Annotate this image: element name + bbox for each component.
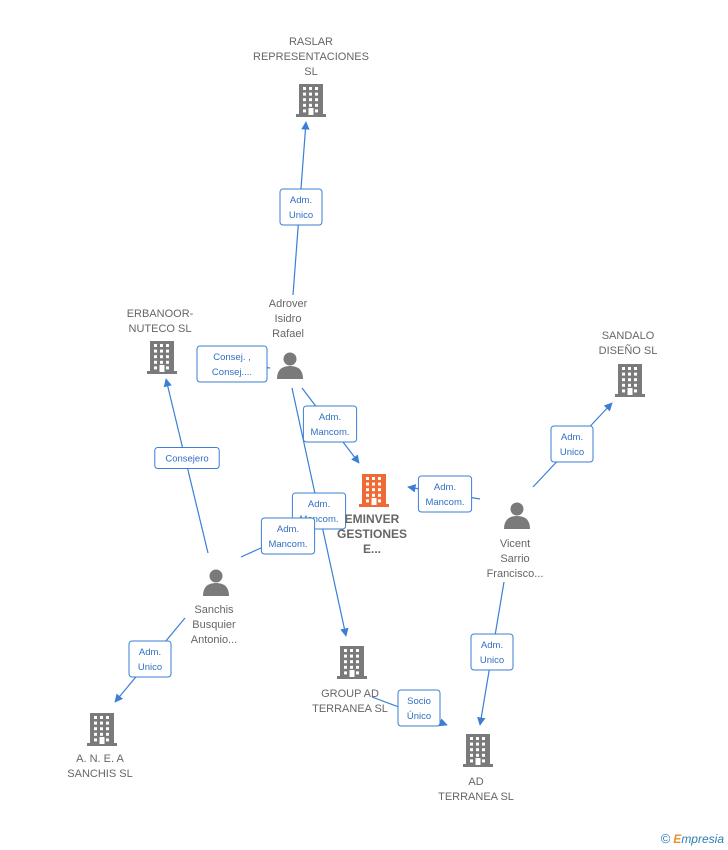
edge-label-adrover-to-eminver[interactable]: Adm. Mancom. <box>302 405 358 443</box>
edge-label-line: Adm. <box>277 524 299 535</box>
edge-label-line: Consejero <box>165 453 208 464</box>
node-label-line: AD <box>468 776 483 788</box>
node-label-line: ERBANOOR- <box>127 308 194 320</box>
node-label-line: Francisco... <box>487 568 544 580</box>
nodes-layer: RASLAR REPRESENTACIONES SL ERBANOOR- NUTECO … <box>67 36 657 803</box>
edge-label-adrover-to-raslar[interactable]: Adm. Unico <box>279 188 323 226</box>
node-label-line: Sanchis <box>194 604 234 616</box>
edge-label-line: Unico <box>289 210 313 221</box>
person-icon[interactable] <box>203 569 229 597</box>
edge-label-line: Único <box>407 711 431 722</box>
node-raslar[interactable]: RASLAR REPRESENTACIONES SL <box>253 36 369 117</box>
edge-label-line: Mancom. <box>268 539 307 550</box>
node-label-line: Isidro <box>275 313 302 325</box>
edge-label-line: Socio <box>407 696 431 707</box>
node-label-line: GROUP AD <box>321 688 379 700</box>
brand-initial: E <box>673 832 682 846</box>
node-label-line: EMINVER <box>345 512 400 526</box>
node-ad_terranea[interactable]: AD TERRANEA SL <box>438 734 514 803</box>
edge-label-line: Unico <box>560 447 584 458</box>
edge-label-sanchis-to-erbanoor[interactable]: Consejero <box>154 447 220 469</box>
edge-label-vicent-to-sandalo[interactable]: Adm. Unico <box>550 425 594 463</box>
edge-label-line: Adm. <box>481 640 503 651</box>
edge-label-line: Unico <box>480 655 504 666</box>
edge-label-vicent-to-ad_terranea[interactable]: Adm. Unico <box>470 633 514 671</box>
edge-label-line: Adm. <box>308 499 330 510</box>
node-label-line: REPRESENTACIONES <box>253 51 369 63</box>
edge-label-line: Mancom. <box>310 427 349 438</box>
node-label-line: Adrover <box>269 298 308 310</box>
node-label-line: GESTIONES <box>337 527 407 541</box>
edge-label-line: Mancom. <box>299 514 338 525</box>
building-icon[interactable] <box>463 734 493 767</box>
person-icon[interactable] <box>277 352 303 380</box>
edge-label-adrover-to-erbanoor[interactable]: Consej. , Consej.... <box>196 345 268 383</box>
node-label-line: SANCHIS SL <box>67 768 132 780</box>
brand-name: mpresia <box>681 832 724 846</box>
building-icon[interactable] <box>337 646 367 679</box>
edge-label-line: Adm. <box>290 195 312 206</box>
edge-label-vicent-to-eminver[interactable]: Adm. Mancom. <box>417 475 473 513</box>
building-icon[interactable] <box>615 364 645 397</box>
node-eminver[interactable]: EMINVERGESTIONESE... <box>337 474 407 556</box>
building-icon[interactable] <box>296 84 326 117</box>
node-label-line: TERRANEA SL <box>312 703 388 715</box>
copyright-icon: © <box>660 831 671 846</box>
edges-layer <box>114 121 613 727</box>
node-label-line: Vicent <box>500 538 530 550</box>
node-sanchis[interactable]: SanchisBusquierAntonio... <box>191 569 237 647</box>
person-icon[interactable] <box>504 502 530 530</box>
edge-label-line: Consej. , <box>213 352 251 363</box>
node-label-line: A. N. E. A <box>76 753 124 765</box>
node-label-line: RASLAR <box>289 36 333 48</box>
edge-label-line: Unico <box>138 662 162 673</box>
node-label-line: SL <box>304 66 317 78</box>
node-sandalo[interactable]: SANDALO DISEÑO SL <box>599 330 658 397</box>
node-erbanoor[interactable]: ERBANOOR- NUTECO SL <box>127 308 194 374</box>
node-label-line: DISEÑO SL <box>599 344 658 357</box>
node-label-line: TERRANEA SL <box>438 791 514 803</box>
node-label-line: NUTECO SL <box>129 323 192 335</box>
node-label-line: E... <box>363 542 381 556</box>
edge-label-line: Adm. <box>434 482 456 493</box>
brand-watermark: ©Empresia <box>661 831 724 846</box>
node-anea[interactable]: A. N. E. A SANCHIS SL <box>67 713 133 780</box>
building-icon[interactable] <box>87 713 117 746</box>
node-label-line: Sarrio <box>500 553 529 565</box>
edge-label-line: Adm. <box>139 647 161 658</box>
edge-label-line: Adm. <box>319 412 341 423</box>
node-label-line: Busquier <box>192 619 236 631</box>
node-label-line: Rafael <box>272 328 304 340</box>
node-vicent[interactable]: VicentSarrioFrancisco... <box>487 502 544 581</box>
node-label-line: Antonio... <box>191 634 237 646</box>
edge-label-sanchis-to-anea[interactable]: Adm. Unico <box>128 640 172 678</box>
node-group_ad[interactable]: GROUP AD TERRANEA SL <box>312 646 388 715</box>
edge-label-sanchis-to-eminver[interactable]: Adm. Mancom. <box>260 517 316 555</box>
edge-label-line: Consej.... <box>212 367 252 378</box>
edge-label-line: Mancom. <box>425 497 464 508</box>
edge-label-line: Adm. <box>561 432 583 443</box>
building-icon[interactable] <box>359 474 389 507</box>
building-icon[interactable] <box>147 341 177 374</box>
node-label-line: SANDALO <box>602 330 655 342</box>
